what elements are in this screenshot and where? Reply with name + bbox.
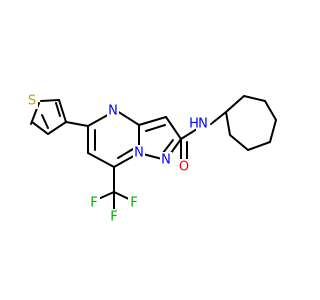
pyrazole-nitrogen-label: N [161, 153, 171, 168]
bond [55, 102, 61, 117]
cycloheptane-ring [225, 95, 277, 151]
bond [65, 121, 89, 127]
fluorine-atom-label: F [110, 210, 117, 225]
bond [58, 99, 67, 123]
bond [165, 116, 182, 140]
bond [162, 139, 174, 154]
bond [247, 141, 271, 151]
carbonyl-oxygen-label: O [179, 160, 189, 175]
trifluoromethyl-group [95, 166, 132, 213]
bond [264, 100, 277, 121]
structure-canvas: S N N N N H O F F F [26, 93, 277, 225]
bond [269, 119, 277, 143]
fluorine-atom-label: F [90, 196, 97, 211]
bond [116, 110, 140, 126]
bond [41, 114, 49, 129]
molecule-structure-diagram: S N N N N H O F F F [26, 93, 277, 225]
bond [210, 111, 227, 125]
bond [138, 116, 167, 126]
fluorine-atom-label: F [130, 196, 137, 211]
bond [47, 121, 67, 135]
bond [243, 95, 266, 102]
bond [145, 124, 166, 132]
pyrimidine-nitrogen-label: N [108, 104, 118, 119]
sulfur-atom-label: S [28, 94, 36, 109]
atom-labels: S N N N N H O F F F [26, 93, 210, 225]
bond [117, 148, 134, 159]
bond [225, 111, 231, 136]
bond [31, 121, 49, 135]
bridgehead-nitrogen-label: N [134, 146, 144, 161]
bond [87, 152, 115, 168]
bond [40, 99, 60, 102]
thiophene-ring [30, 99, 67, 135]
amide-hydrogen-label: H [189, 117, 199, 132]
bond [229, 134, 249, 151]
amide-nitrogen-label: N [198, 117, 208, 132]
bond [225, 95, 245, 113]
pyrimidine-ring [87, 110, 140, 168]
